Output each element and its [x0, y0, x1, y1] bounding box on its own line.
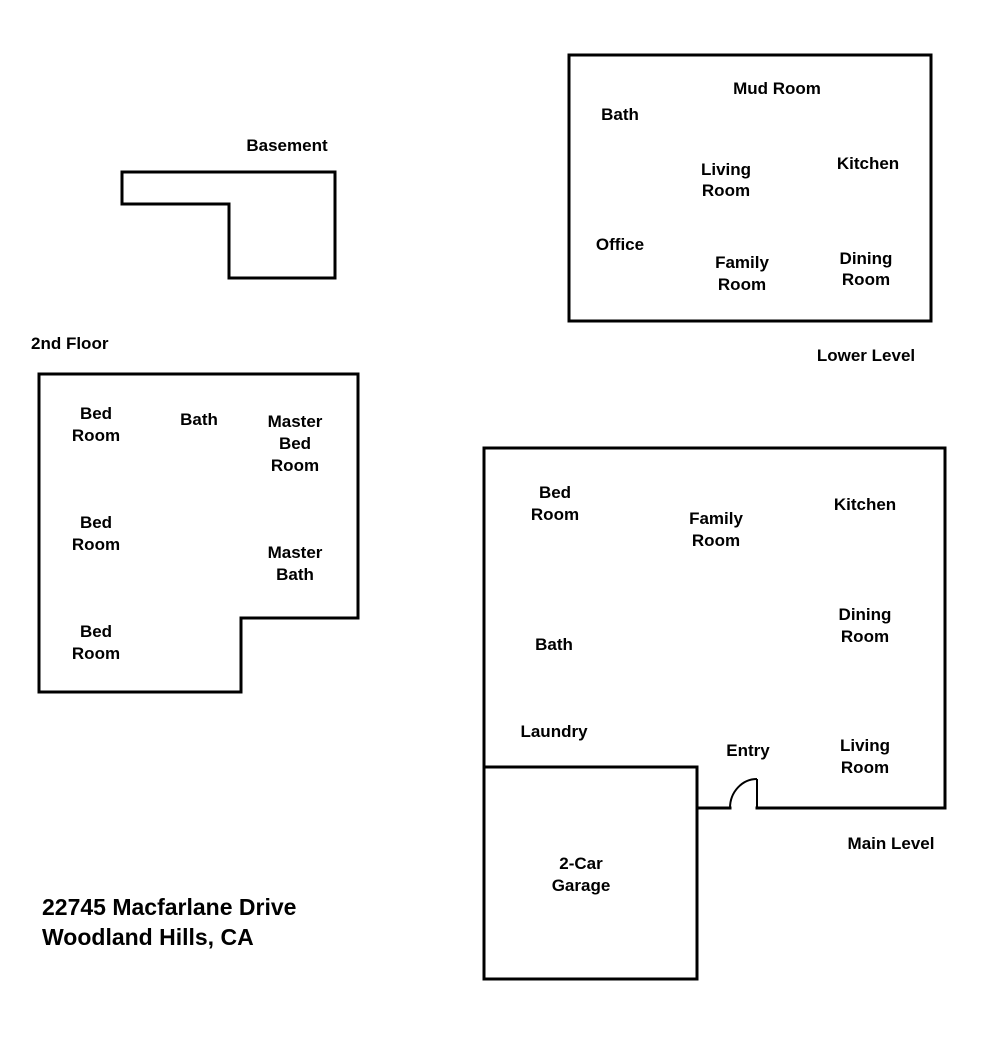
basement-plan: Basement	[120, 136, 337, 280]
entry-door-icon	[729, 778, 758, 809]
lower-living-room-label-1: Living	[701, 160, 751, 179]
lower-level-outline	[567, 53, 933, 323]
basement-outline	[120, 170, 337, 280]
main-kitchen-label: Kitchen	[834, 495, 896, 514]
main-bed-room-label-1: Bed	[539, 483, 571, 502]
garage-label-2: Garage	[552, 876, 611, 895]
main-bath-label: Bath	[535, 635, 573, 654]
lower-living-room-label-2: Room	[702, 181, 750, 200]
main-family-room-label-2: Room	[692, 531, 740, 550]
master-bed-room-label-3: Room	[271, 456, 319, 475]
main-level-plan: Bed Room Family Room Kitchen Dining Room…	[482, 446, 947, 981]
second-bed-room-3-label-2: Room	[72, 644, 120, 663]
second-bed-room-2-label-2: Room	[72, 535, 120, 554]
lower-bath-label: Bath	[601, 105, 639, 124]
garage-outline	[482, 765, 699, 981]
address-line-1: 22745 Macfarlane Drive	[42, 894, 297, 920]
main-laundry-label: Laundry	[520, 722, 588, 741]
main-entry-label: Entry	[726, 741, 770, 760]
address-line-2: Woodland Hills, CA	[42, 924, 254, 950]
second-bath-label: Bath	[180, 410, 218, 429]
lower-mud-room-label: Mud Room	[733, 79, 821, 98]
second-bed-room-1-label-2: Room	[72, 426, 120, 445]
lower-office-label: Office	[596, 235, 644, 254]
second-floor-plan: 2nd Floor Bed Room Bath Master Bed Room …	[31, 334, 360, 694]
main-family-room-label-1: Family	[689, 509, 743, 528]
main-dining-room-label-1: Dining	[839, 605, 892, 624]
master-bath-label-2: Bath	[276, 565, 314, 584]
main-living-room-label-1: Living	[840, 736, 890, 755]
main-bed-room-label-2: Room	[531, 505, 579, 524]
main-level-outline	[482, 446, 947, 810]
lower-family-room-label-1: Family	[715, 253, 769, 272]
master-bed-room-label-2: Bed	[279, 434, 311, 453]
property-address: 22745 Macfarlane Drive Woodland Hills, C…	[42, 892, 296, 952]
second-bed-room-3-label-1: Bed	[80, 622, 112, 641]
lower-kitchen-label: Kitchen	[837, 154, 899, 173]
second-floor-title: 2nd Floor	[31, 334, 109, 353]
lower-dining-room-label-2: Room	[842, 270, 890, 289]
main-living-room-label-2: Room	[841, 758, 889, 777]
second-bed-room-1-label-1: Bed	[80, 404, 112, 423]
basement-title: Basement	[246, 136, 328, 155]
main-dining-room-label-2: Room	[841, 627, 889, 646]
lower-level-title: Lower Level	[817, 346, 915, 365]
lower-level-plan: Bath Mud Room Living Room Kitchen Office…	[567, 53, 933, 365]
lower-family-room-label-2: Room	[718, 275, 766, 294]
main-level-title: Main Level	[848, 834, 935, 853]
second-bed-room-2-label-1: Bed	[80, 513, 112, 532]
lower-dining-room-label-1: Dining	[840, 249, 893, 268]
master-bed-room-label-1: Master	[268, 412, 323, 431]
master-bath-label-1: Master	[268, 543, 323, 562]
garage-label-1: 2-Car	[559, 854, 603, 873]
second-floor-outline	[37, 372, 360, 694]
